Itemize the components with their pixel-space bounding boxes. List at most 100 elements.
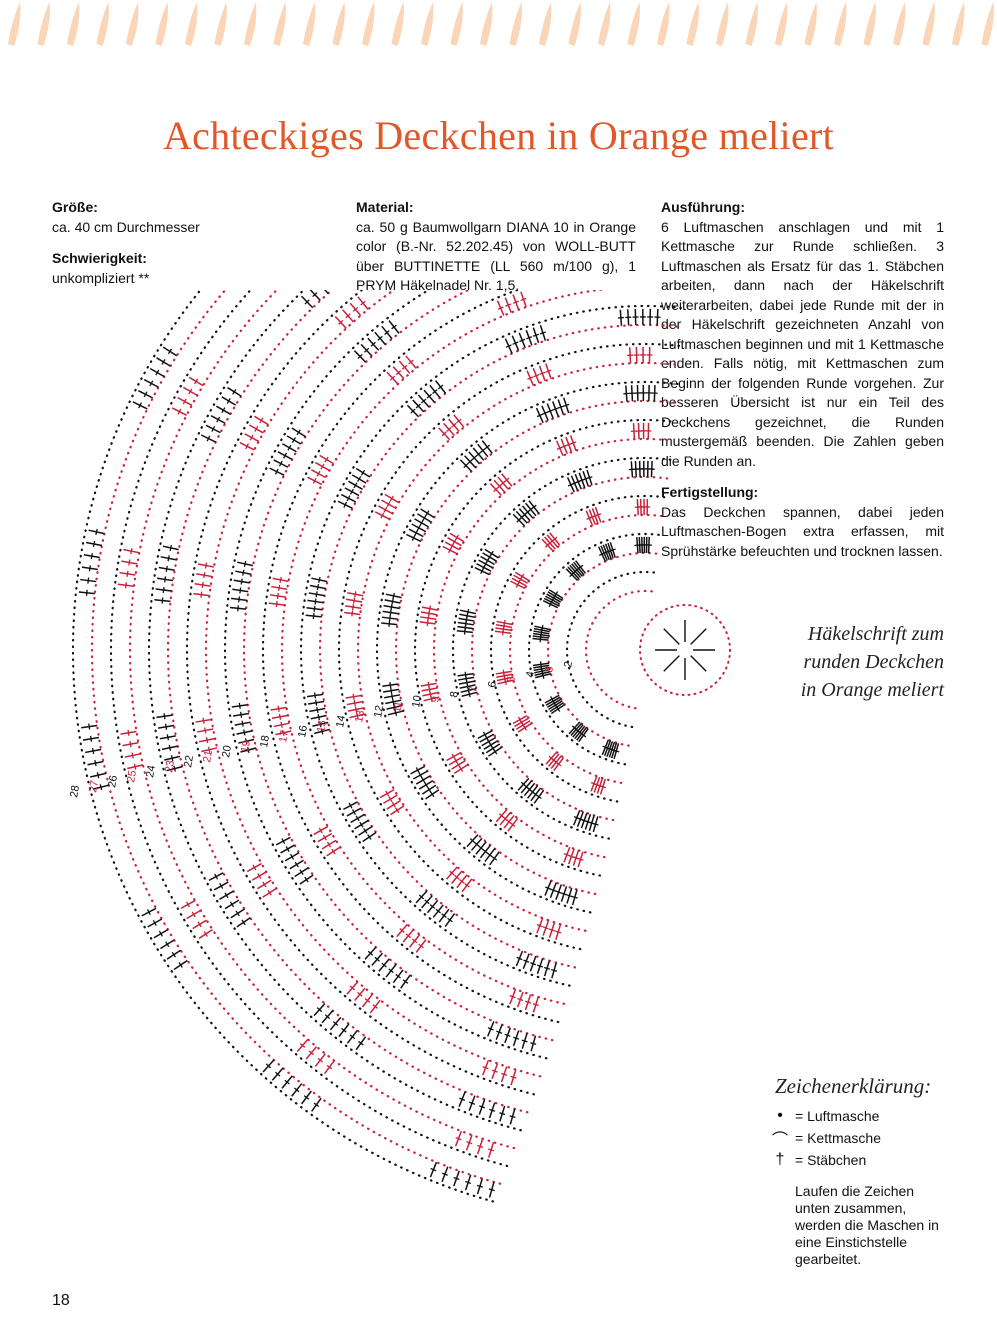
- stitch-crossbar: [401, 364, 408, 370]
- stitch-crossbar: [343, 501, 348, 508]
- stitch-crossbar: [355, 815, 360, 822]
- stitch-crossbar: [541, 624, 544, 631]
- round-number-label: 20: [220, 744, 234, 758]
- stitch-crossbar: [357, 476, 362, 482]
- stitch-crossbar: [516, 956, 523, 961]
- stitch-crossbar: [505, 303, 512, 307]
- stitch-crossbar: [164, 723, 168, 730]
- stitch-crossbar: [421, 398, 427, 404]
- stitch-crossbar: [553, 591, 559, 597]
- stitch-crossbar: [348, 802, 353, 809]
- round-number-label: 19: [239, 739, 253, 753]
- stitch-crossbar: [552, 536, 558, 542]
- stitch-crossbar: [408, 359, 414, 365]
- round-number-label: 10: [410, 694, 424, 708]
- stitch-crossbar: [276, 592, 279, 600]
- stitch-crossbar: [242, 569, 245, 576]
- stitch-crossbar: [312, 477, 317, 484]
- stitch-crossbar: [200, 591, 203, 598]
- stitch-crossbar: [274, 468, 279, 475]
- stitch-crossbar: [557, 405, 564, 409]
- stitch-crossbar: [395, 370, 402, 376]
- stitch-crossbar: [463, 462, 469, 469]
- round-arc: [508, 513, 666, 784]
- stitch-crossbar: [131, 752, 134, 759]
- round-arc: [489, 494, 668, 803]
- brush-stroke: [716, 2, 729, 46]
- stitch-crossbar: [351, 603, 355, 611]
- stitch-crossbar: [244, 738, 248, 745]
- stitch-crossbar: [441, 1172, 448, 1176]
- stitch-crossbar: [530, 962, 537, 966]
- stitch-crossbar: [318, 827, 323, 834]
- stitch-crossbar: [182, 398, 187, 405]
- stitch-crossbar: [388, 796, 393, 803]
- brush-stroke: [657, 2, 670, 46]
- stitch-crossbar: [478, 1105, 486, 1109]
- size-heading: Größe:: [52, 199, 98, 215]
- stitch-crossbar: [229, 901, 235, 908]
- stitch-crossbar: [241, 720, 244, 727]
- stitch-crossbar: [185, 901, 191, 908]
- stitch-crossbar: [602, 745, 609, 750]
- stitch-crossbar: [459, 878, 465, 884]
- stitch-crossbar: [326, 1064, 333, 1070]
- round-number-label: 17: [277, 729, 291, 743]
- brush-stroke: [539, 2, 552, 46]
- stitch-crossbar: [480, 448, 486, 453]
- stitch-crossbar: [164, 576, 167, 583]
- stitch-crossbar: [555, 890, 562, 894]
- stitch-crossbar: [532, 333, 540, 337]
- stitch-crossbar: [197, 921, 202, 928]
- stitch-crossbar: [552, 407, 559, 411]
- stitch-crossbar: [527, 376, 534, 380]
- stitch-crossbar: [478, 845, 484, 851]
- brush-stroke: [96, 2, 109, 46]
- diagram-caption: Häkelschrift zum runden Deckchen in Oran…: [760, 620, 944, 704]
- stitch-crossbar: [351, 809, 357, 815]
- stitch-crossbar: [560, 892, 568, 896]
- stitch-crossbar: [324, 456, 329, 463]
- stitch-crossbar: [381, 962, 387, 968]
- stitch-crossbar: [536, 964, 544, 968]
- material-text: ca. 50 g Baumwollgarn DIANA 10 in Orange…: [356, 218, 636, 294]
- stitch-crossbar: [536, 413, 543, 418]
- round-number-label: 14: [334, 714, 348, 728]
- stitch-crossbar: [92, 540, 96, 548]
- stitch-crossbar: [238, 596, 241, 603]
- center-stitch: [663, 655, 680, 672]
- stitch-crossbar: [265, 1063, 272, 1069]
- stitch-crossbar: [414, 529, 419, 536]
- center-stitch: [663, 628, 680, 645]
- stitch-crossbar: [322, 834, 327, 841]
- brush-stroke: [155, 2, 168, 46]
- stitch-crossbar: [447, 917, 453, 923]
- page-number: 18: [52, 1292, 70, 1309]
- stitch-crossbar: [221, 407, 226, 414]
- stitch-crossbar: [520, 297, 527, 301]
- stitch-crossbar: [201, 581, 204, 588]
- stitch-crossbar: [194, 378, 199, 385]
- stitch-crossbar: [341, 1027, 347, 1033]
- center-stitch: [690, 628, 707, 645]
- stitch-crossbar: [316, 1007, 323, 1013]
- brush-stroke: [922, 2, 935, 46]
- stitch-crossbar: [202, 717, 205, 724]
- stitch-crossbar: [127, 729, 130, 736]
- stitch-crossbar: [246, 746, 250, 754]
- stitch-crossbar: [219, 883, 224, 889]
- stitch-crossbar: [204, 562, 208, 569]
- stitch-crossbar: [275, 601, 278, 608]
- round-arc: [432, 437, 674, 859]
- round-arc: [356, 361, 680, 932]
- stitch-crossbar: [571, 895, 578, 899]
- stitch-crossbar: [95, 528, 98, 535]
- stitch-crossbar: [377, 335, 383, 341]
- stitch-crossbar: [449, 870, 455, 876]
- brush-stroke: [67, 2, 80, 46]
- brush-stroke: [421, 2, 434, 46]
- round-number-label: 5: [505, 675, 518, 683]
- stitch-crossbar: [351, 610, 354, 617]
- stitch-crossbar: [385, 790, 390, 797]
- stitch-crossbar: [363, 347, 370, 353]
